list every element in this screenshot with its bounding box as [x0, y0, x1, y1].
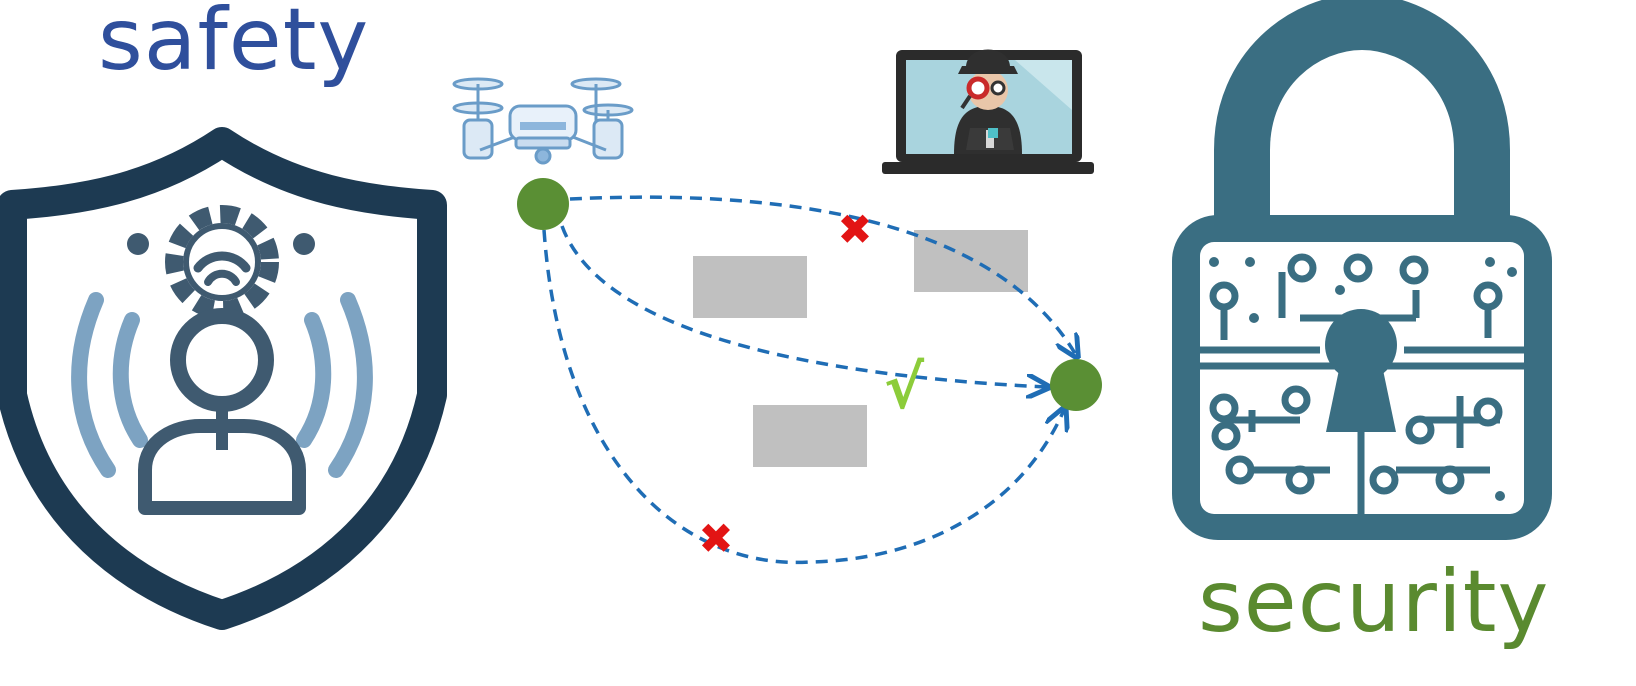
goal-node — [1050, 359, 1102, 411]
obstacle-3 — [753, 405, 867, 467]
security-lock-icon — [1172, 0, 1552, 540]
blocked-marker-upper: ✖ — [837, 205, 872, 254]
hacker-laptop-icon — [882, 49, 1094, 174]
start-node — [517, 178, 569, 230]
middle-path — [560, 225, 1046, 387]
drone-icon — [452, 77, 634, 165]
safety-shield-icon — [0, 127, 447, 630]
safety-title: safety — [98, 0, 370, 90]
security-title: security — [1198, 552, 1550, 652]
valid-marker: √ — [884, 353, 925, 423]
obstacle-1 — [693, 256, 807, 318]
blocked-marker-lower: ✖ — [698, 514, 733, 563]
upper-path — [569, 195, 1076, 355]
